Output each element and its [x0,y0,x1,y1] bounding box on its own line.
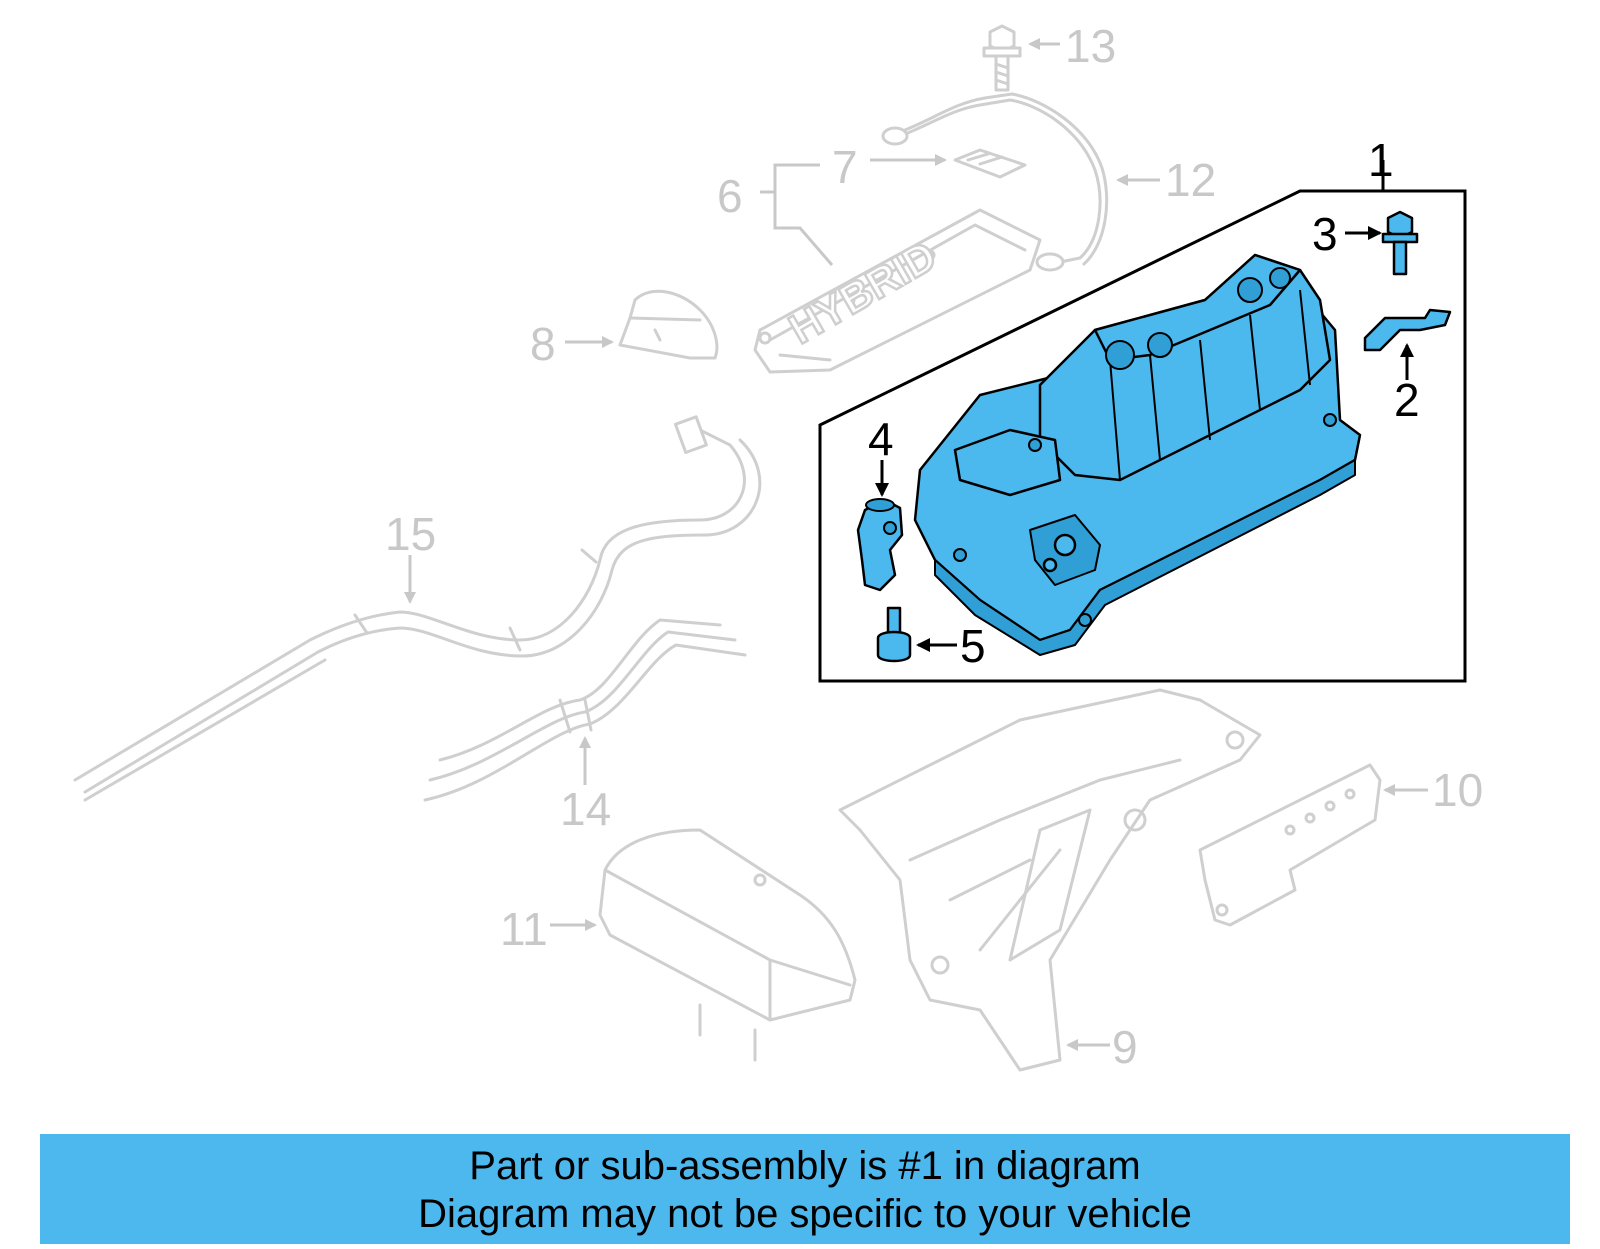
callout-14: 14 [560,783,611,835]
banner-line-1: Part or sub-assembly is #1 in diagram [469,1144,1141,1188]
inverter-assembly-1 [913,253,1362,656]
bracket-9 [838,688,1262,1072]
cover-box-11 [598,828,857,1062]
callout-2: 2 [1394,374,1420,426]
callout-10: 10 [1432,764,1483,816]
callout-15: 15 [385,508,436,560]
callout-1: 1 [1368,134,1394,186]
bolt-13 [982,24,1022,92]
callout-6: 6 [717,170,743,222]
bracket-strip-2 [1363,308,1452,352]
highlight-frame [818,189,1467,683]
callout-11: 11 [500,903,548,955]
callout-13: 13 [1065,20,1116,72]
harness-14 [423,618,747,802]
banner-line-2: Diagram may not be specific to your vehi… [418,1192,1192,1236]
bracket-8 [618,289,719,360]
bolt-3 [1381,210,1419,276]
callout-9: 9 [1112,1021,1138,1073]
callout-3: 3 [1312,208,1338,260]
bolt-5 [876,606,912,663]
callout-12: 12 [1165,154,1216,206]
info-banner: Part or sub-assembly is #1 in diagram Di… [40,1134,1570,1244]
callout-7: 7 [832,141,858,193]
plate-10 [1198,763,1382,927]
hybrid-cover-6: HYBRID [753,208,1042,374]
cable-12 [881,92,1109,272]
fitting-4 [856,498,904,592]
leader-6 [760,163,834,266]
callout-5: 5 [960,620,986,672]
callout-4: 4 [868,413,894,465]
callout-8: 8 [530,318,556,370]
label-plate-7 [953,148,1027,179]
harness-15 [73,415,762,802]
